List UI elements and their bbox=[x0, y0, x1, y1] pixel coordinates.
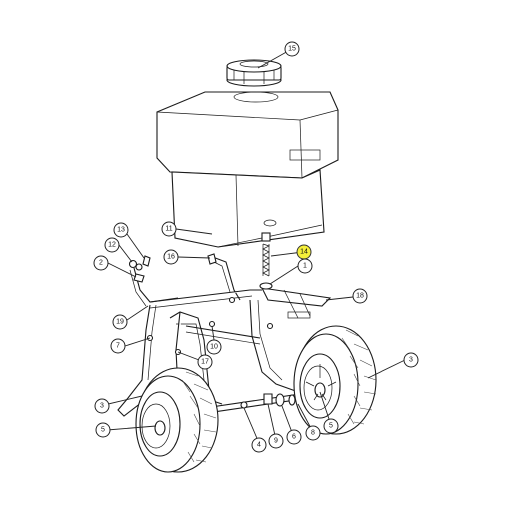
agitator-spring bbox=[261, 232, 271, 277]
callouts: 15 14 13 12 11 16 2 1 18 19 10 7 17 3 3 … bbox=[93, 41, 419, 453]
hopper bbox=[156, 91, 339, 248]
svg-text:12: 12 bbox=[108, 242, 116, 249]
svg-text:16: 16 bbox=[167, 254, 175, 261]
svg-text:13: 13 bbox=[117, 227, 125, 234]
callout-4: 4 bbox=[251, 437, 267, 453]
svg-text:11: 11 bbox=[165, 226, 172, 233]
svg-text:10: 10 bbox=[210, 344, 218, 351]
callout-3-right: 3 bbox=[403, 352, 419, 368]
callout-6: 6 bbox=[286, 429, 302, 445]
callout-10: 10 bbox=[206, 339, 222, 355]
callout-17: 17 bbox=[197, 354, 213, 370]
callout-5-left: 5 bbox=[95, 422, 111, 438]
right-wheel bbox=[293, 325, 377, 435]
svg-text:14: 14 bbox=[300, 249, 308, 256]
svg-text:18: 18 bbox=[356, 293, 364, 300]
callout-16: 16 bbox=[163, 249, 179, 265]
svg-text:9: 9 bbox=[274, 438, 278, 445]
svg-text:5: 5 bbox=[101, 427, 105, 434]
svg-text:15: 15 bbox=[288, 46, 296, 53]
svg-text:3: 3 bbox=[409, 357, 413, 364]
hopper-lid bbox=[226, 59, 282, 87]
callout-19: 19 bbox=[112, 314, 128, 330]
svg-text:7: 7 bbox=[116, 343, 120, 350]
callout-7: 7 bbox=[110, 338, 126, 354]
callout-9: 9 bbox=[268, 433, 284, 449]
callout-13: 13 bbox=[113, 222, 129, 238]
svg-text:5: 5 bbox=[329, 423, 333, 430]
svg-text:17: 17 bbox=[201, 359, 209, 366]
svg-text:4: 4 bbox=[257, 442, 261, 449]
callout-18: 18 bbox=[352, 288, 368, 304]
svg-text:6: 6 bbox=[292, 434, 296, 441]
callout-5-right: 5 bbox=[323, 418, 339, 434]
svg-text:3: 3 bbox=[100, 403, 104, 410]
callout-8: 8 bbox=[305, 425, 321, 441]
callout-15: 15 bbox=[284, 41, 300, 57]
svg-text:19: 19 bbox=[116, 319, 124, 326]
callout-3-left: 3 bbox=[94, 398, 110, 414]
callout-12: 12 bbox=[104, 237, 120, 253]
callout-2: 2 bbox=[93, 255, 109, 271]
callout-11: 11 bbox=[161, 221, 177, 237]
svg-text:2: 2 bbox=[99, 260, 103, 267]
svg-text:1: 1 bbox=[303, 263, 307, 270]
left-wheel bbox=[135, 367, 219, 473]
svg-text:8: 8 bbox=[311, 430, 315, 437]
callout-14: 14 bbox=[296, 244, 312, 260]
callout-1: 1 bbox=[297, 258, 313, 274]
